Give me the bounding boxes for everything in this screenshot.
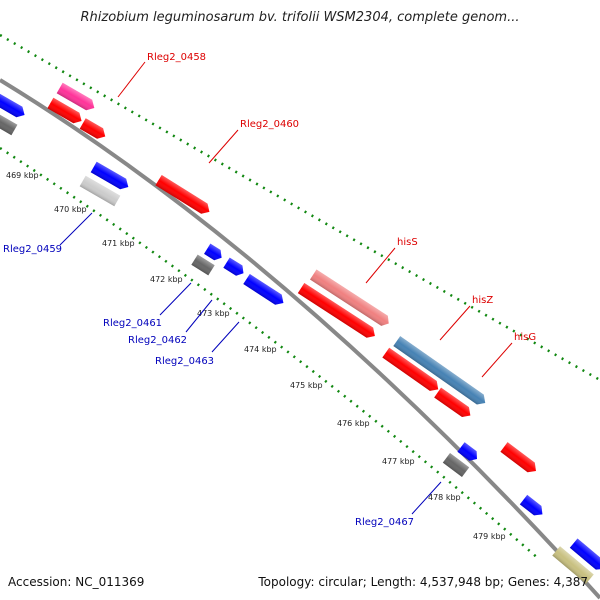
kbp-label: 471 kbp	[102, 239, 135, 248]
label-rleg2-0460[interactable]: Rleg2_0460	[240, 119, 299, 130]
kbp-label: 474 kbp	[244, 345, 277, 354]
label-rleg2-0463[interactable]: Rleg2_0463	[155, 356, 214, 367]
gene-hisZ[interactable]	[382, 347, 441, 395]
outer-dotted-track	[0, 33, 600, 382]
label-rleg2-0467[interactable]: Rleg2_0467	[355, 517, 414, 528]
topology-text: Topology: circular; Length: 4,537,948 bp…	[258, 575, 588, 589]
label-rleg2-0462[interactable]: Rleg2_0462	[128, 335, 187, 346]
inner-dotted-track	[0, 146, 541, 561]
gene-hisS[interactable]	[309, 269, 392, 328]
label-rleg2-0458[interactable]: Rleg2_0458	[147, 52, 206, 63]
gene-rleg2-0467[interactable]	[442, 452, 470, 478]
gene-blue-edge-2[interactable]	[569, 538, 600, 574]
gene-rleg2-0463[interactable]	[243, 273, 286, 308]
gene-rleg2-0460[interactable]	[155, 175, 212, 217]
gene-red-5[interactable]	[500, 442, 539, 476]
map-title: Rhizobium leguminosarum bv. trifolii WSM…	[80, 10, 520, 25]
callout-lines	[59, 61, 513, 515]
kbp-label: 479 kbp	[473, 532, 506, 541]
reverse-genes	[0, 89, 600, 584]
gene-red-3[interactable]	[297, 283, 378, 341]
gene-red-1[interactable]	[47, 97, 84, 126]
kbp-label: 476 kbp	[337, 419, 370, 428]
forward-genes	[47, 82, 539, 476]
gene-rleg2-0461[interactable]	[191, 254, 215, 276]
gene-hisG[interactable]	[393, 336, 488, 408]
gene-blue-2[interactable]	[204, 243, 225, 263]
label-rleg2-0461[interactable]: Rleg2_0461	[103, 318, 162, 329]
label-hisS[interactable]: hisS	[397, 237, 418, 248]
gene-blue-edge[interactable]	[0, 89, 28, 120]
gene-labels: Rleg2_0458 Rleg2_0460 hisS hisZ hisG Rle…	[3, 52, 536, 528]
gene-rleg2-0462[interactable]	[223, 257, 246, 279]
kbp-label: 470 kbp	[54, 205, 87, 214]
gene-red-4[interactable]	[434, 387, 474, 421]
kbp-label: 475 kbp	[290, 381, 323, 390]
kbp-label: 477 kbp	[382, 457, 415, 466]
gene-tan-edge[interactable]	[552, 546, 594, 584]
gene-blue-3[interactable]	[457, 442, 480, 464]
gene-rleg2-0459[interactable]	[79, 175, 121, 207]
gene-rleg2-0458[interactable]	[56, 82, 98, 113]
gene-blue-4[interactable]	[519, 494, 546, 519]
label-hisG[interactable]: hisG	[514, 332, 536, 343]
accession-text: Accession: NC_011369	[8, 575, 145, 589]
kbp-label: 469 kbp	[6, 171, 39, 180]
kbp-label: 478 kbp	[428, 493, 461, 502]
label-rleg2-0459[interactable]: Rleg2_0459	[3, 244, 62, 255]
genome-backbone	[0, 78, 600, 600]
label-hisZ[interactable]: hisZ	[472, 295, 493, 306]
gene-red-2[interactable]	[79, 118, 109, 141]
kbp-scale: 469 kbp 470 kbp 471 kbp 472 kbp 473 kbp …	[6, 171, 506, 541]
kbp-label: 472 kbp	[150, 275, 183, 284]
gene-blue-1[interactable]	[90, 161, 132, 192]
kbp-label: 473 kbp	[197, 309, 230, 318]
gene-gray-edge[interactable]	[0, 108, 18, 136]
